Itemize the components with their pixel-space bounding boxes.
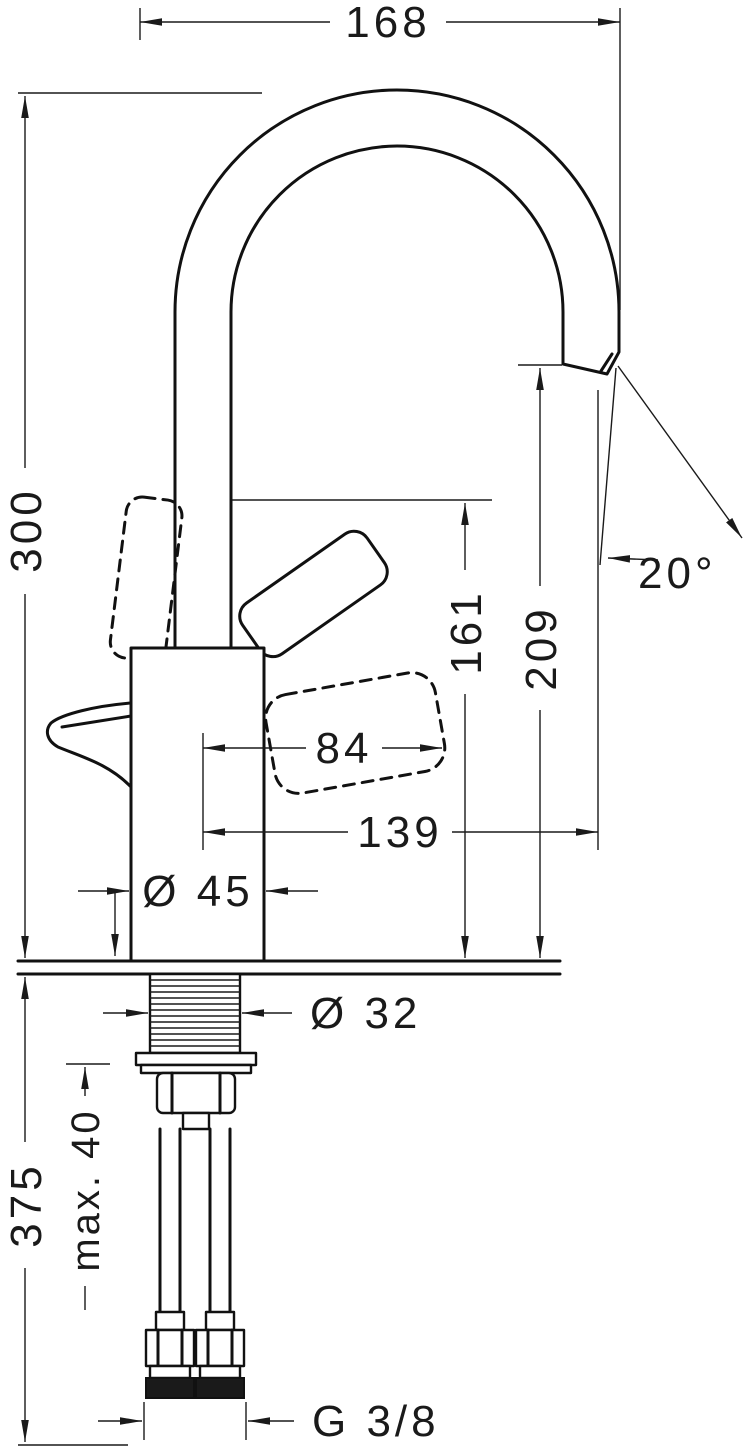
dim-shank-diameter-label: Ø 32	[310, 989, 421, 1038]
dim-height-total-label: 300	[2, 487, 51, 572]
dim-body-diameter-label: Ø 45	[142, 867, 253, 916]
dim-spray-angle-label: 20°	[638, 549, 717, 598]
hose-connector-right	[194, 1310, 246, 1399]
spout-gooseneck	[173, 88, 621, 655]
dim-outlet-height-label: 209	[517, 605, 566, 690]
dim-handle-reach-label: 84	[316, 724, 373, 773]
dimension-labels: 168 300 375 161 209 20° 84 139 Ø 45 Ø 32…	[2, 0, 717, 1446]
dim-spout-underside-label: 161	[442, 589, 491, 674]
spout-outlet-face	[599, 352, 614, 373]
dim-width-label: 168	[345, 0, 430, 47]
shank-thread-hatch	[150, 979, 240, 1047]
hose-connector-left	[144, 1310, 196, 1399]
faucet-body	[129, 646, 266, 963]
angle-arrow	[607, 555, 659, 563]
dim-hose-length-label: 375	[2, 1162, 51, 1247]
dim-spout-reach-label: 139	[357, 808, 442, 857]
supply-hoses	[158, 1127, 232, 1314]
nut-stud	[181, 1111, 211, 1131]
faucet-outline	[16, 88, 621, 1399]
mounting-nut	[155, 1071, 237, 1115]
dim-max-thickness-label: max. 40	[64, 1108, 108, 1271]
angle-ref-spray	[617, 365, 743, 539]
mounting-washer	[134, 1051, 258, 1067]
handle-lever-left-profile	[45, 701, 133, 789]
angle-ref-vertical	[599, 367, 617, 566]
dim-connection-thread-label: G 3/8	[312, 1397, 440, 1446]
handle-lever-solid	[238, 529, 389, 659]
handle-lever-dashed-up	[108, 495, 184, 663]
handle-lever-left-detail	[60, 714, 133, 729]
